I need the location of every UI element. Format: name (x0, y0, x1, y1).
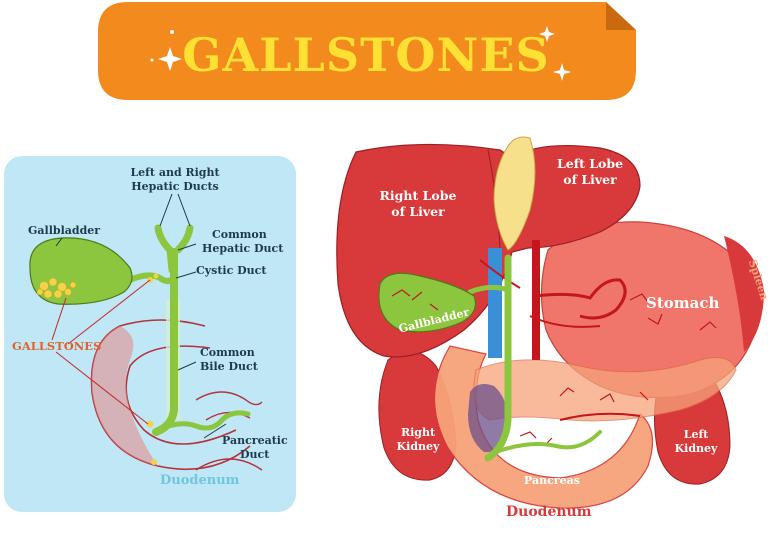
pancreas-outline (195, 391, 263, 406)
title-banner: GALLSTONES (98, 2, 636, 100)
artery-branch (479, 259, 641, 421)
label-duodenum: Duodenum (160, 473, 240, 488)
gallstones-cluster (36, 277, 77, 299)
sparkle-icon (150, 26, 571, 81)
artery-branch (535, 278, 627, 320)
common-bile-duct (484, 254, 512, 462)
label-gallbladder: Gallbladder (28, 224, 100, 237)
label-left-lobe: Left Lobe (557, 156, 623, 171)
spleen-shape (724, 236, 764, 352)
label-cystic-duct: Cystic Duct (196, 264, 267, 277)
label-pointers (55, 193, 227, 439)
label-right-lobe: Right Lobe (380, 188, 457, 203)
label-stomach: Stomach (646, 294, 719, 312)
duct-stone (151, 459, 157, 465)
gallbladder-vessels (391, 289, 439, 311)
label-right-kidney: Right (401, 426, 436, 439)
label-left-kidney: Left (684, 428, 709, 441)
duct-stone (153, 273, 159, 279)
label-common-hepatic-duct: Common (212, 228, 267, 241)
duct-stone (146, 420, 154, 428)
label-right-kidney: Kidney (397, 440, 440, 453)
page-title: GALLSTONES (182, 28, 550, 82)
label-pancreatic-duct: Duct (240, 448, 270, 461)
pancreas-outline (205, 411, 251, 421)
banner-shape (98, 2, 636, 100)
label-gallstones: GALLSTONES (12, 339, 101, 353)
duodenum-fill (91, 326, 158, 466)
cystic-duct (467, 284, 511, 295)
pancreas-outline (195, 458, 263, 471)
banner-fold (606, 2, 636, 30)
label-duodenum: Duodenum (506, 504, 592, 520)
gallstones-pointers (51, 279, 151, 425)
label-common-hepatic-duct: Hepatic Duct (202, 242, 284, 255)
pancreas-head (468, 384, 509, 453)
label-left-lobe: of Liver (563, 172, 617, 187)
label-pancreatic-duct: Pancreatic (222, 434, 288, 447)
gallbladder-shape (378, 272, 477, 333)
left-panel-labels: Left and Right Hepatic Ducts Gallbladder… (12, 166, 288, 488)
label-right-lobe: of Liver (391, 204, 445, 219)
bile-duct-diagram: Left and Right Hepatic Ducts Gallbladder… (4, 156, 296, 512)
label-hepatic-ducts: Left and Right (130, 166, 220, 179)
pancreatic-duct (494, 430, 602, 454)
hepatic-duct (154, 224, 194, 274)
label-hepatic-ducts: Hepatic Ducts (131, 180, 219, 193)
portal-vein (488, 248, 502, 358)
cystic-duct (127, 272, 177, 284)
label-common-bile-duct: Common (200, 346, 255, 359)
label-left-kidney: Kidney (675, 442, 718, 455)
gallbladder-shape (29, 237, 133, 305)
label-pancreas: Pancreas (524, 474, 580, 487)
label-common-bile-duct: Bile Duct (200, 360, 259, 373)
falciform-ligament (493, 136, 536, 251)
pancreatic-duct (155, 410, 251, 433)
abdominal-anatomy: Right Lobe of Liver Left Lobe of Liver G… (336, 136, 768, 520)
